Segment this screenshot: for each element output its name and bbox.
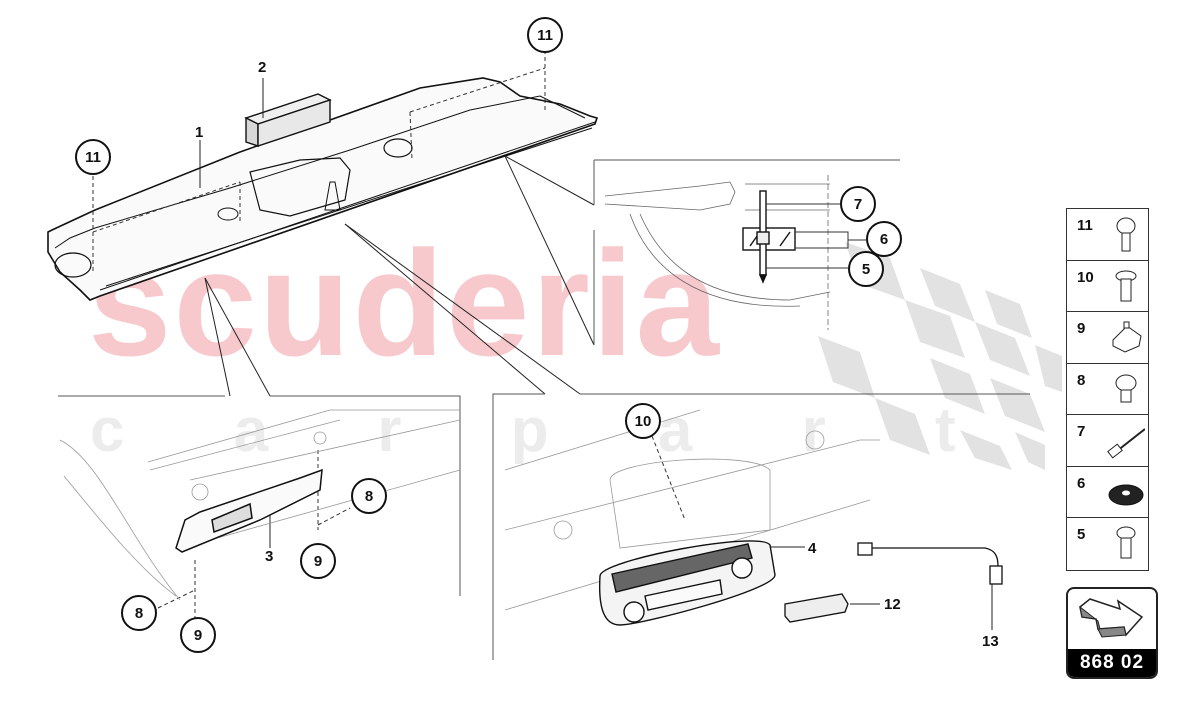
bolt-icon <box>1115 374 1137 402</box>
label-4[interactable]: 4 <box>808 540 817 557</box>
label-3[interactable]: 3 <box>265 548 274 565</box>
legend-number: 9 <box>1077 320 1086 337</box>
callout-5[interactable]: 5 <box>848 251 884 287</box>
callout-7[interactable]: 7 <box>840 186 876 222</box>
legend-number: 10 <box>1077 268 1094 286</box>
legend-row-7[interactable]: 7 <box>1067 415 1148 467</box>
legend-number: 11 <box>1077 217 1093 234</box>
fastener-legend: 11 10 9 8 7 6 5 <box>1066 208 1149 571</box>
callout-8[interactable]: 8 <box>121 595 157 631</box>
legend-row-9[interactable]: 9 <box>1067 312 1148 364</box>
callout-6[interactable]: 6 <box>866 221 902 257</box>
legend-row-11[interactable]: 11 <box>1067 209 1148 261</box>
legend-row-5[interactable]: 5 <box>1067 518 1148 570</box>
page-code: 868 02 <box>1068 649 1156 677</box>
label-12[interactable]: 12 <box>884 596 901 613</box>
headliner-panel <box>47 77 599 301</box>
visor-background <box>59 409 461 601</box>
callout-11[interactable]: 11 <box>75 139 111 175</box>
legend-number: 6 <box>1077 474 1086 492</box>
light-console <box>598 540 776 626</box>
cap-icon <box>1112 321 1142 353</box>
label-13[interactable]: 13 <box>982 633 999 650</box>
legend-number: 7 <box>1077 423 1086 440</box>
section-detail <box>604 175 831 330</box>
detail-frames <box>58 159 1030 660</box>
legend-number: 8 <box>1077 371 1086 389</box>
callout-10[interactable]: 10 <box>625 403 661 439</box>
callout-9[interactable]: 9 <box>300 543 336 579</box>
callout-8[interactable]: 8 <box>351 478 387 514</box>
dashed-leaders <box>92 50 686 618</box>
legend-row-8[interactable]: 8 <box>1067 364 1148 415</box>
legend-row-10[interactable]: 10 <box>1067 261 1148 312</box>
screw-icon <box>1115 270 1137 301</box>
clip-icon <box>1116 217 1136 252</box>
sun-visor <box>175 468 323 553</box>
washer-icon <box>1108 484 1144 505</box>
legend-row-6[interactable]: 6 <box>1067 467 1148 518</box>
page-badge[interactable]: 868 02 <box>1066 587 1158 679</box>
legend-number: 5 <box>1077 526 1086 543</box>
label-1[interactable]: 1 <box>195 124 204 141</box>
callout-9[interactable]: 9 <box>180 617 216 653</box>
callout-11[interactable]: 11 <box>527 17 563 53</box>
switch-cover-12 <box>784 593 849 623</box>
rivet-icon <box>1107 428 1145 459</box>
foam-block <box>244 93 332 147</box>
wiring-harness-13 <box>857 542 1003 585</box>
fastener-stack <box>742 190 796 284</box>
screw-icon <box>1116 526 1136 559</box>
label-2[interactable]: 2 <box>258 59 267 76</box>
arrow-icon <box>1079 598 1144 638</box>
checkered-flag-watermark <box>818 242 1062 470</box>
